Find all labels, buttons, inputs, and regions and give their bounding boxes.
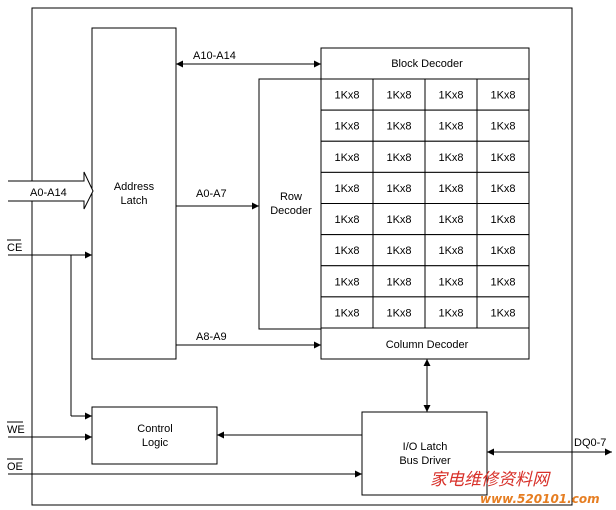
address-bus-arrow: [8, 171, 94, 210]
memory-cell-label: 1Kx8: [386, 90, 411, 102]
memory-cell-label: 1Kx8: [438, 214, 463, 226]
memory-cell-label: 1Kx8: [490, 245, 515, 257]
memory-cell: [476, 171, 530, 204]
memory-cell-label: 1Kx8: [438, 276, 463, 288]
memory-cell: [372, 296, 426, 329]
a10-a14-label: A10-A14: [193, 50, 236, 62]
memory-cell: [424, 109, 478, 142]
memory-cell-label: 1Kx8: [490, 121, 515, 133]
memory-cell: [424, 203, 478, 236]
memory-cell: [320, 171, 374, 204]
memory-cell: [320, 296, 374, 329]
memory-cell-label: 1Kx8: [334, 307, 359, 319]
memory-cell: [372, 109, 426, 142]
control-logic-block: Control Logic: [91, 406, 218, 465]
address-latch-block: Address Latch: [91, 27, 177, 360]
a0-a7-label: A0-A7: [196, 188, 227, 200]
memory-cell: [476, 109, 530, 142]
memory-cell-label: 1Kx8: [386, 245, 411, 257]
memory-cell-label: 1Kx8: [490, 183, 515, 195]
address-latch-label-1: Address: [114, 181, 155, 193]
memory-cell-label: 1Kx8: [438, 307, 463, 319]
memory-cell-label: 1Kx8: [386, 307, 411, 319]
memory-cell-label: 1Kx8: [490, 307, 515, 319]
ce-label: CE: [7, 242, 22, 254]
memory-cell-label: 1Kx8: [490, 152, 515, 164]
memory-cell-label: 1Kx8: [334, 245, 359, 257]
block-decoder-label: Block Decoder: [391, 58, 463, 70]
memory-cell: [372, 265, 426, 298]
memory-cell-label: 1Kx8: [438, 152, 463, 164]
memory-cell: [476, 296, 530, 329]
control-logic-label-2: Logic: [142, 437, 169, 449]
address-bus-label: A0-A14: [30, 187, 67, 199]
control-logic-label-1: Control: [137, 423, 172, 435]
watermark-url: www.520101.com: [480, 492, 600, 506]
memory-cell-label: 1Kx8: [490, 276, 515, 288]
row-decoder-label-2: Decoder: [270, 205, 312, 217]
memory-cell-label: 1Kx8: [386, 183, 411, 195]
memory-cell-label: 1Kx8: [438, 121, 463, 133]
memory-cell-label: 1Kx8: [334, 214, 359, 226]
dq-label: DQ0-7: [574, 437, 606, 449]
memory-cell: [424, 296, 478, 329]
memory-cell: [424, 171, 478, 204]
io-latch-block: I/O Latch Bus Driver: [361, 411, 488, 496]
column-decoder-label: Column Decoder: [386, 339, 469, 351]
chip-outline: [31, 7, 573, 506]
memory-cell-label: 1Kx8: [438, 183, 463, 195]
a8-a9-label: A8-A9: [196, 331, 227, 343]
memory-cell-label: 1Kx8: [334, 121, 359, 133]
row-decoder-label-1: Row: [280, 191, 302, 203]
memory-cell-label: 1Kx8: [386, 276, 411, 288]
memory-cell-label: 1Kx8: [438, 245, 463, 257]
memory-cell-label: 1Kx8: [334, 152, 359, 164]
memory-cell: [424, 140, 478, 173]
memory-cell: [424, 78, 478, 111]
memory-cell-label: 1Kx8: [386, 214, 411, 226]
memory-cell-label: 1Kx8: [438, 90, 463, 102]
watermark-text: 家电维修资料网: [430, 470, 551, 490]
memory-cell: [320, 234, 374, 267]
memory-cell-label: 1Kx8: [386, 121, 411, 133]
io-latch-label-1: I/O Latch: [403, 441, 448, 453]
io-latch-label-2: Bus Driver: [399, 455, 451, 467]
memory-cell-label: 1Kx8: [386, 152, 411, 164]
memory-cell-label: 1Kx8: [334, 276, 359, 288]
memory-cell-label: 1Kx8: [334, 90, 359, 102]
memory-array: 1Kx8 1Kx8 1Kx8 1Kx8 1Kx8 1Kx8 1Kx8 1Kx8 1Kx8 1Kx8…: [320, 78, 530, 329]
memory-cell: [372, 140, 426, 173]
memory-cell: [320, 109, 374, 142]
oe-label: OE: [7, 461, 23, 473]
memory-cell-label: 1Kx8: [334, 183, 359, 195]
we-label: WE: [7, 424, 25, 436]
memory-cell: [372, 171, 426, 204]
memory-cell-label: 1Kx8: [490, 214, 515, 226]
memory-cell-label: 1Kx8: [490, 90, 515, 102]
memory-cell: [320, 265, 374, 298]
memory-cell: [476, 265, 530, 298]
memory-cell: [372, 234, 426, 267]
row-decoder-block: Row Decoder: [258, 78, 330, 330]
address-latch-label-2: Latch: [121, 195, 148, 207]
